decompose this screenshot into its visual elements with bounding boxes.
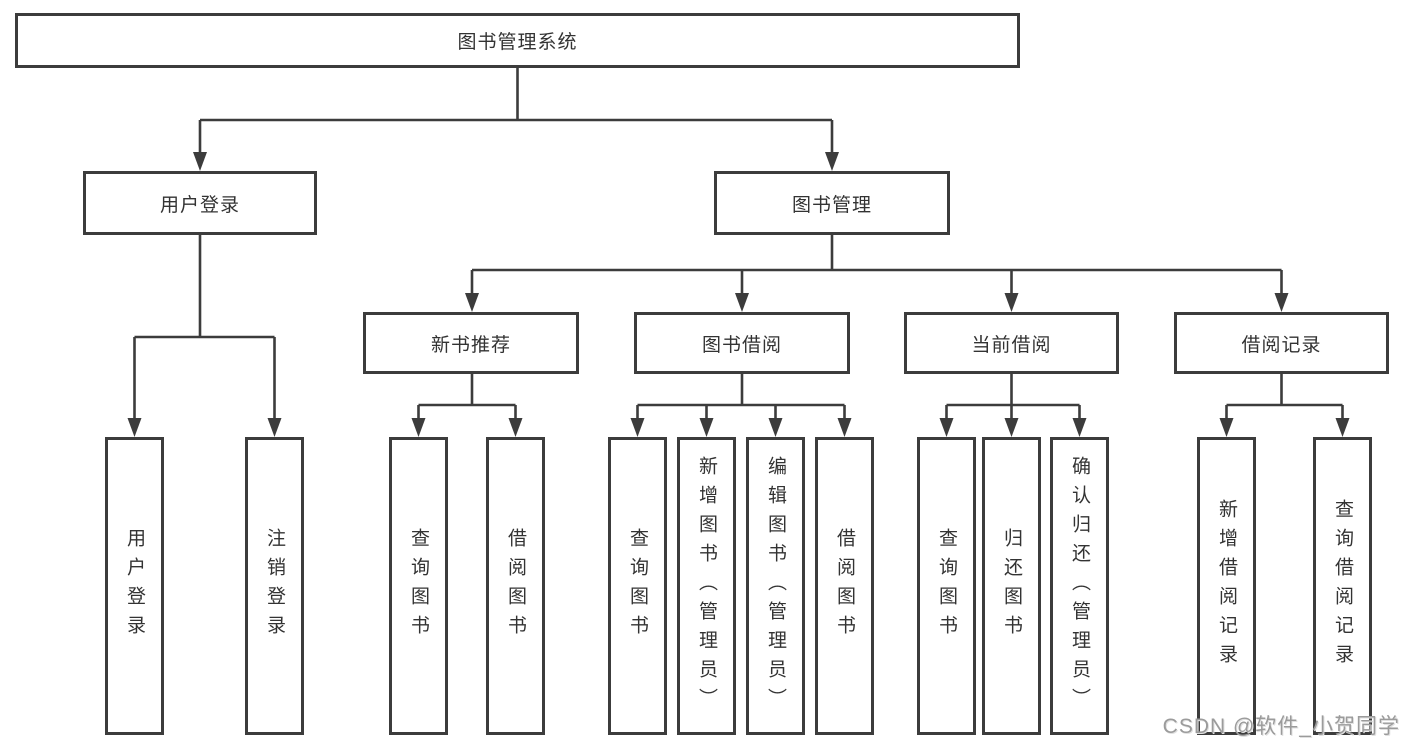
leaf-borrow-add-book-admin: 新增图书（管理员） <box>677 437 736 735</box>
leaf-logout: 注销登录 <box>245 437 304 735</box>
node-book-borrow: 图书借阅 <box>634 312 850 374</box>
leaf-current-query-book: 查询图书 <box>917 437 976 735</box>
leaf-borrow-query-book: 查询图书 <box>608 437 667 735</box>
arrowheads <box>127 152 1350 437</box>
leaf-record-query-borrow-record: 查询借阅记录 <box>1313 437 1372 735</box>
leaf-recommend-borrow-book: 借阅图书 <box>486 437 545 735</box>
leaf-borrow-edit-book-admin: 编辑图书（管理员） <box>746 437 805 735</box>
node-new-book-recommend: 新书推荐 <box>363 312 579 374</box>
node-current-borrow: 当前借阅 <box>904 312 1119 374</box>
node-root: 图书管理系统 <box>15 13 1020 68</box>
leaf-recommend-query-book: 查询图书 <box>389 437 448 735</box>
leaf-current-return-book: 归还图书 <box>982 437 1041 735</box>
node-borrow-record: 借阅记录 <box>1174 312 1389 374</box>
leaf-current-confirm-return-admin: 确认归还（管理员） <box>1050 437 1109 735</box>
leaf-record-add-borrow-record: 新增借阅记录 <box>1197 437 1256 735</box>
node-book-management: 图书管理 <box>714 171 950 235</box>
csdn-watermark: CSDN @软件_小贺同学 <box>1162 715 1400 738</box>
leaf-borrow-borrow-book: 借阅图书 <box>815 437 874 735</box>
node-user-login: 用户登录 <box>83 171 317 235</box>
leaf-user-login: 用户登录 <box>105 437 164 735</box>
